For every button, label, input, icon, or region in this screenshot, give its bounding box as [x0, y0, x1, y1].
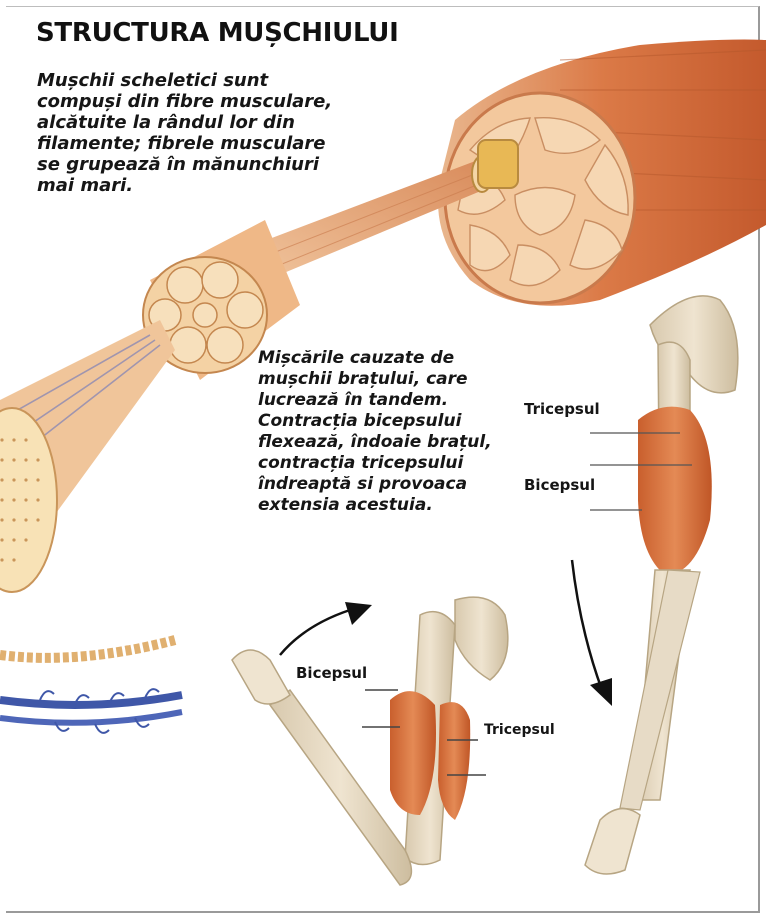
- extend-arrow: [572, 560, 612, 706]
- label-biceps-flexed: Bicepsul: [296, 664, 367, 682]
- biceps-triceps-extended: [638, 407, 712, 575]
- flex-arrow: [280, 602, 372, 655]
- arm-caption: Mișcările cauzate de mușchii brațului, c…: [258, 348, 518, 516]
- label-triceps-extended: Tricepsul: [524, 400, 600, 418]
- page-title: STRUCTURA MUȘCHIULUI: [36, 18, 398, 48]
- intro-text: Mușchii scheletici sunt compuși din fibr…: [37, 70, 347, 196]
- filaments: [0, 640, 182, 733]
- label-triceps-flexed: Tricepsul: [484, 722, 555, 738]
- arm-extended: [585, 296, 738, 874]
- arm-flexed: [232, 597, 508, 885]
- hand-flexed: [232, 650, 290, 704]
- myofibril: [0, 320, 175, 592]
- triceps-flexed: [438, 702, 470, 820]
- label-biceps-extended: Bicepsul: [524, 476, 595, 494]
- hand-extended: [585, 809, 640, 874]
